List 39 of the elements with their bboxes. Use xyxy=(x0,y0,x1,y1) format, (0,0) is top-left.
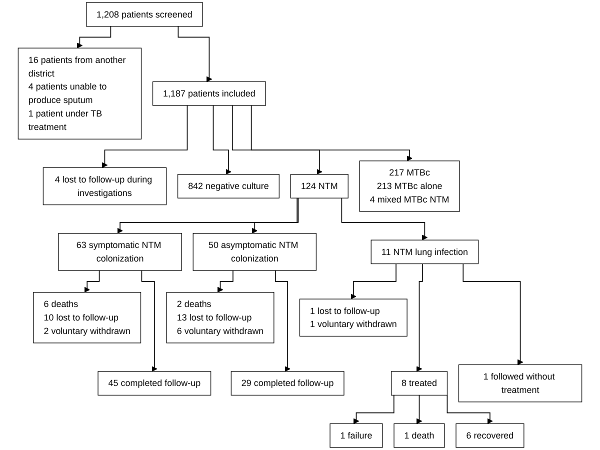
arrow xyxy=(141,270,158,372)
flow-box: 217 MTBc 213 MTBc alone 4 mixed MTBc NTM xyxy=(359,160,460,212)
flow-box: 1 lost to follow-up 1 voluntary withdrawn xyxy=(299,298,408,337)
arrow xyxy=(217,270,234,293)
arrow xyxy=(212,105,232,175)
flow-box: 124 NTM xyxy=(290,174,348,198)
arrow xyxy=(416,263,423,372)
flow-box: 2 deaths 13 lost to follow-up 6 voluntary withdrawn xyxy=(166,292,274,344)
arrow xyxy=(341,198,428,240)
arrow xyxy=(178,26,212,82)
flow-box: 50 asymptomatic NTM colonization xyxy=(192,233,317,271)
arrow xyxy=(232,105,322,175)
flow-box: 11 NTM lung infection xyxy=(370,240,479,264)
flow-box: 4 lost to follow-up during investigations xyxy=(42,167,167,206)
flow-box: 29 completed follow-up xyxy=(230,371,344,396)
arrow xyxy=(117,198,298,234)
flow-box: 842 negative culture xyxy=(178,174,280,198)
arrow xyxy=(353,394,394,424)
arrow xyxy=(446,394,493,424)
flow-box: 6 deaths 10 lost to follow-up 2 voluntary withdrawn xyxy=(33,292,142,344)
flow-box: 6 recovered xyxy=(456,423,524,448)
arrow xyxy=(416,394,422,424)
flow-box: 63 symptomatic NTM colonization xyxy=(58,233,182,271)
arrow xyxy=(350,263,396,300)
arrow xyxy=(252,198,299,234)
arrow xyxy=(275,270,290,372)
flow-box: 1 followed without treatment xyxy=(458,364,582,402)
flow-box: 8 treated xyxy=(390,371,448,396)
flow-box: 1,187 patients included xyxy=(152,81,266,106)
flow-box: 1,208 patients screened xyxy=(86,2,203,27)
arrow xyxy=(84,270,100,293)
flow-box: 1 death xyxy=(394,423,445,448)
arrow xyxy=(462,263,524,365)
arrow xyxy=(250,105,412,162)
arrow xyxy=(102,105,188,168)
flow-box: 45 completed follow-up xyxy=(98,371,212,396)
arrow xyxy=(76,26,112,48)
flow-box: 1 failure xyxy=(330,423,383,448)
flow-box: 16 patients from another district 4 patients unable to produce sputum 1 patient under TB treatment xyxy=(18,48,142,140)
